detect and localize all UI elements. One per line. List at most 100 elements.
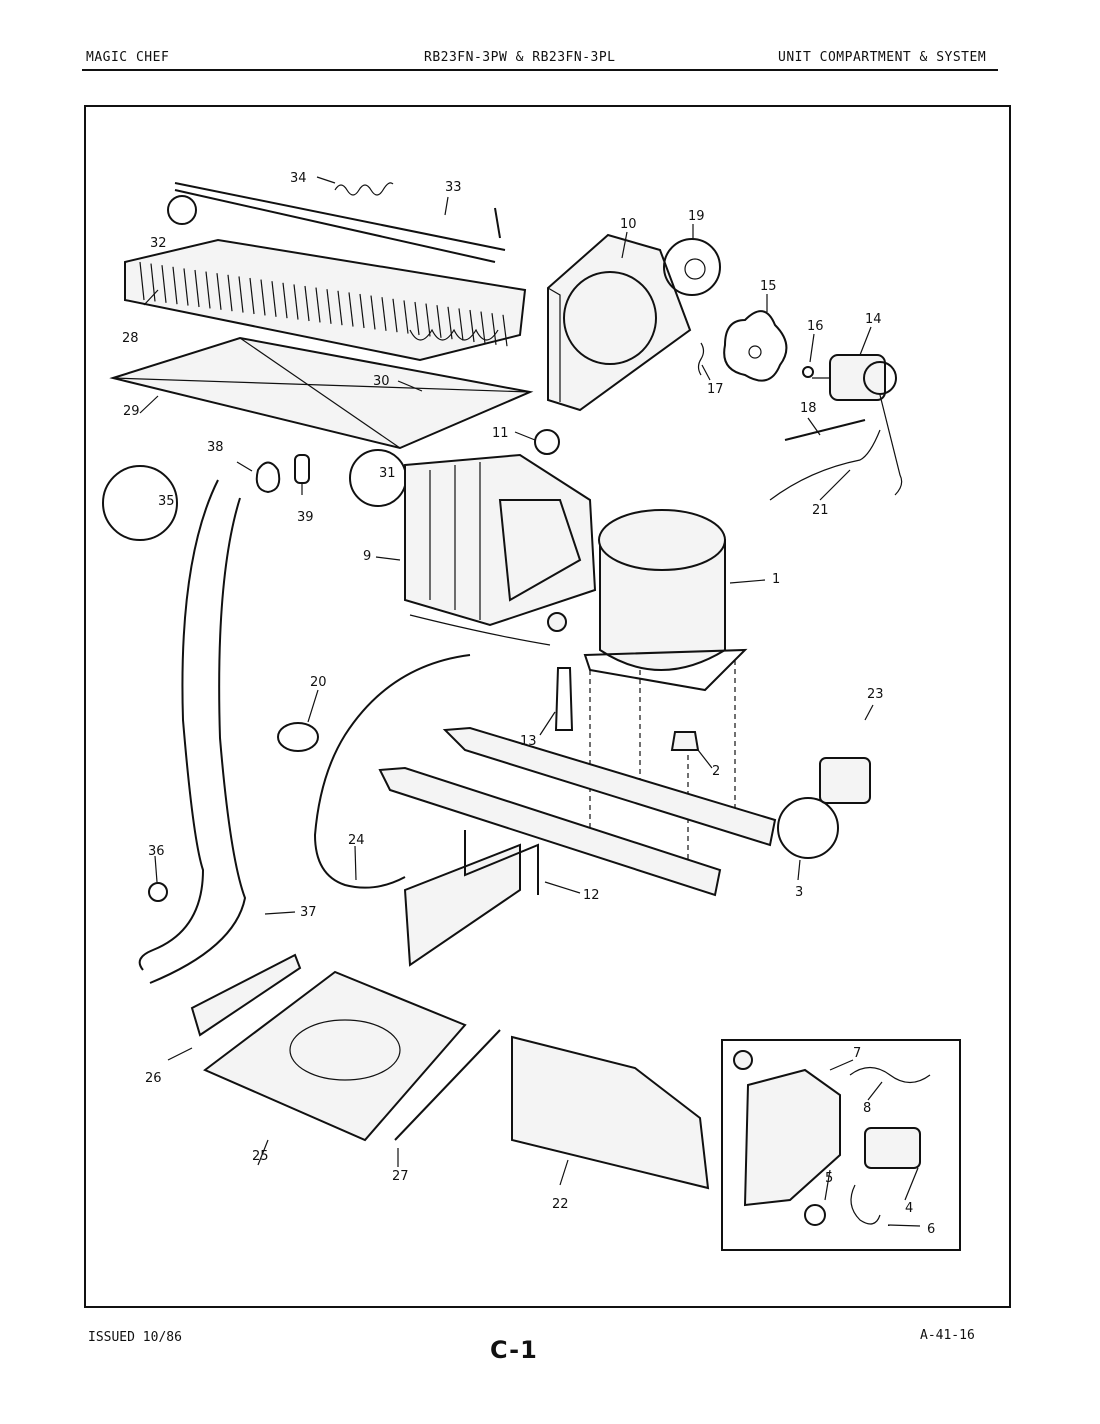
evaporator-fin bbox=[271, 281, 277, 317]
callout-6: 6 bbox=[927, 1222, 935, 1237]
header-section: UNIT COMPARTMENT & SYSTEM bbox=[778, 50, 987, 65]
callout-16: 16 bbox=[807, 319, 824, 334]
rear-panel-part bbox=[511, 1035, 710, 1190]
drain-tube-part bbox=[138, 479, 219, 971]
callout-10: 10 bbox=[620, 217, 637, 232]
callout-21: 21 bbox=[812, 503, 829, 518]
callout-19: 19 bbox=[688, 209, 705, 224]
evaporator-fin bbox=[480, 311, 486, 344]
evaporator-fin bbox=[381, 297, 387, 331]
fan-motor-part bbox=[812, 354, 903, 496]
evaporator-fin bbox=[370, 295, 376, 330]
evaporator-fin bbox=[326, 289, 332, 324]
callout-24: 24 bbox=[348, 833, 365, 848]
clamp-part bbox=[277, 722, 319, 752]
callout-29: 29 bbox=[123, 404, 140, 419]
evaporator-fin bbox=[205, 271, 211, 309]
evaporator-fin bbox=[194, 269, 200, 308]
evaporator-fin bbox=[403, 300, 409, 334]
bracket-part bbox=[403, 843, 521, 967]
base-rail-part bbox=[378, 726, 777, 897]
drain-clip-part bbox=[294, 454, 310, 484]
callout-36: 36 bbox=[148, 844, 165, 859]
drain-pan-part bbox=[203, 970, 467, 1142]
leader-lines bbox=[139, 176, 921, 1227]
callout-18: 18 bbox=[800, 401, 817, 416]
fan-blade-part bbox=[723, 310, 788, 382]
callout-2: 2 bbox=[712, 764, 720, 779]
header-models: RB23FN-3PW & RB23FN-3PL bbox=[424, 50, 616, 65]
callout-9: 9 bbox=[363, 549, 371, 564]
callout-35: 35 bbox=[158, 494, 175, 509]
evaporator-fin bbox=[172, 266, 178, 305]
clip-detail-part bbox=[349, 449, 407, 507]
callout-34: 34 bbox=[290, 171, 307, 186]
footer-page-code: C-1 bbox=[490, 1336, 538, 1364]
callout-33: 33 bbox=[445, 180, 462, 195]
callout-labels: 1 2 3 4 5 6 7 8 9 10 11 12 13 14 15 16 1… bbox=[122, 171, 935, 1237]
callout-38: 38 bbox=[207, 440, 224, 455]
evaporator-fin bbox=[348, 292, 354, 327]
callout-37: 37 bbox=[300, 905, 317, 920]
header-brand: MAGIC CHEF bbox=[86, 50, 170, 65]
defrost-heater-part bbox=[167, 182, 506, 263]
callout-26: 26 bbox=[145, 1071, 162, 1086]
callout-20: 20 bbox=[310, 675, 327, 690]
callout-8: 8 bbox=[863, 1101, 871, 1116]
drain-detail-part bbox=[102, 465, 178, 541]
evaporator-fin bbox=[315, 287, 321, 323]
fan-bracket-part bbox=[697, 342, 705, 376]
header-rule bbox=[82, 69, 998, 71]
callout-27: 27 bbox=[392, 1169, 409, 1184]
evaporator-fin bbox=[425, 303, 431, 337]
callout-1: 1 bbox=[772, 572, 780, 587]
callout-28: 28 bbox=[122, 331, 139, 346]
footer-issued: ISSUED 10/86 bbox=[88, 1330, 182, 1345]
callout-25: 25 bbox=[252, 1149, 269, 1164]
inset-detail-box bbox=[721, 1039, 961, 1251]
fan-shroud-part bbox=[547, 233, 692, 412]
evaporator-fin bbox=[414, 301, 420, 336]
evaporator-fin bbox=[238, 276, 244, 313]
callout-4: 4 bbox=[905, 1201, 913, 1216]
callout-7: 7 bbox=[853, 1046, 861, 1061]
evaporator-fin bbox=[183, 268, 189, 306]
callout-15: 15 bbox=[760, 279, 777, 294]
compressor-grommet-part bbox=[670, 731, 700, 751]
fan-harness-part bbox=[784, 419, 866, 441]
drain-pan-bracket-part bbox=[190, 953, 302, 1037]
evaporator-fin bbox=[161, 265, 167, 303]
fan-cord-part bbox=[769, 429, 881, 501]
evaporator-fin bbox=[216, 273, 222, 310]
drain-grommet-part bbox=[255, 461, 281, 494]
evaporator-cover-part bbox=[109, 336, 534, 450]
callout-22: 22 bbox=[552, 1197, 569, 1212]
callout-30: 30 bbox=[373, 374, 390, 389]
callout-11: 11 bbox=[492, 426, 509, 441]
callout-3: 3 bbox=[795, 885, 803, 900]
evaporator-fin bbox=[337, 290, 343, 326]
evaporator-fin bbox=[260, 279, 266, 316]
evaporator-fin bbox=[150, 263, 156, 302]
callout-39: 39 bbox=[297, 510, 314, 525]
evaporator-fin bbox=[249, 277, 255, 315]
evaporator-fin bbox=[491, 313, 497, 345]
evaporator-fin bbox=[458, 308, 464, 341]
evaporator-fin bbox=[392, 298, 398, 333]
filter-drier-part bbox=[554, 667, 574, 731]
callout-14: 14 bbox=[865, 312, 882, 327]
evaporator-fin bbox=[469, 309, 475, 343]
inset-marker-1 bbox=[547, 612, 567, 632]
fan-clip-part bbox=[802, 366, 814, 378]
callout-31: 31 bbox=[379, 466, 396, 481]
mount-detail-part bbox=[777, 797, 839, 859]
drain-fitting-part bbox=[148, 882, 168, 902]
evaporator-fin bbox=[282, 282, 288, 319]
pan-rod-part bbox=[394, 1029, 501, 1141]
power-cord-part bbox=[313, 654, 471, 889]
evaporator-fin bbox=[436, 305, 442, 338]
callout-17: 17 bbox=[707, 382, 724, 397]
evaporator-fin bbox=[304, 285, 310, 322]
footer-ref: A-41-16 bbox=[920, 1328, 975, 1343]
